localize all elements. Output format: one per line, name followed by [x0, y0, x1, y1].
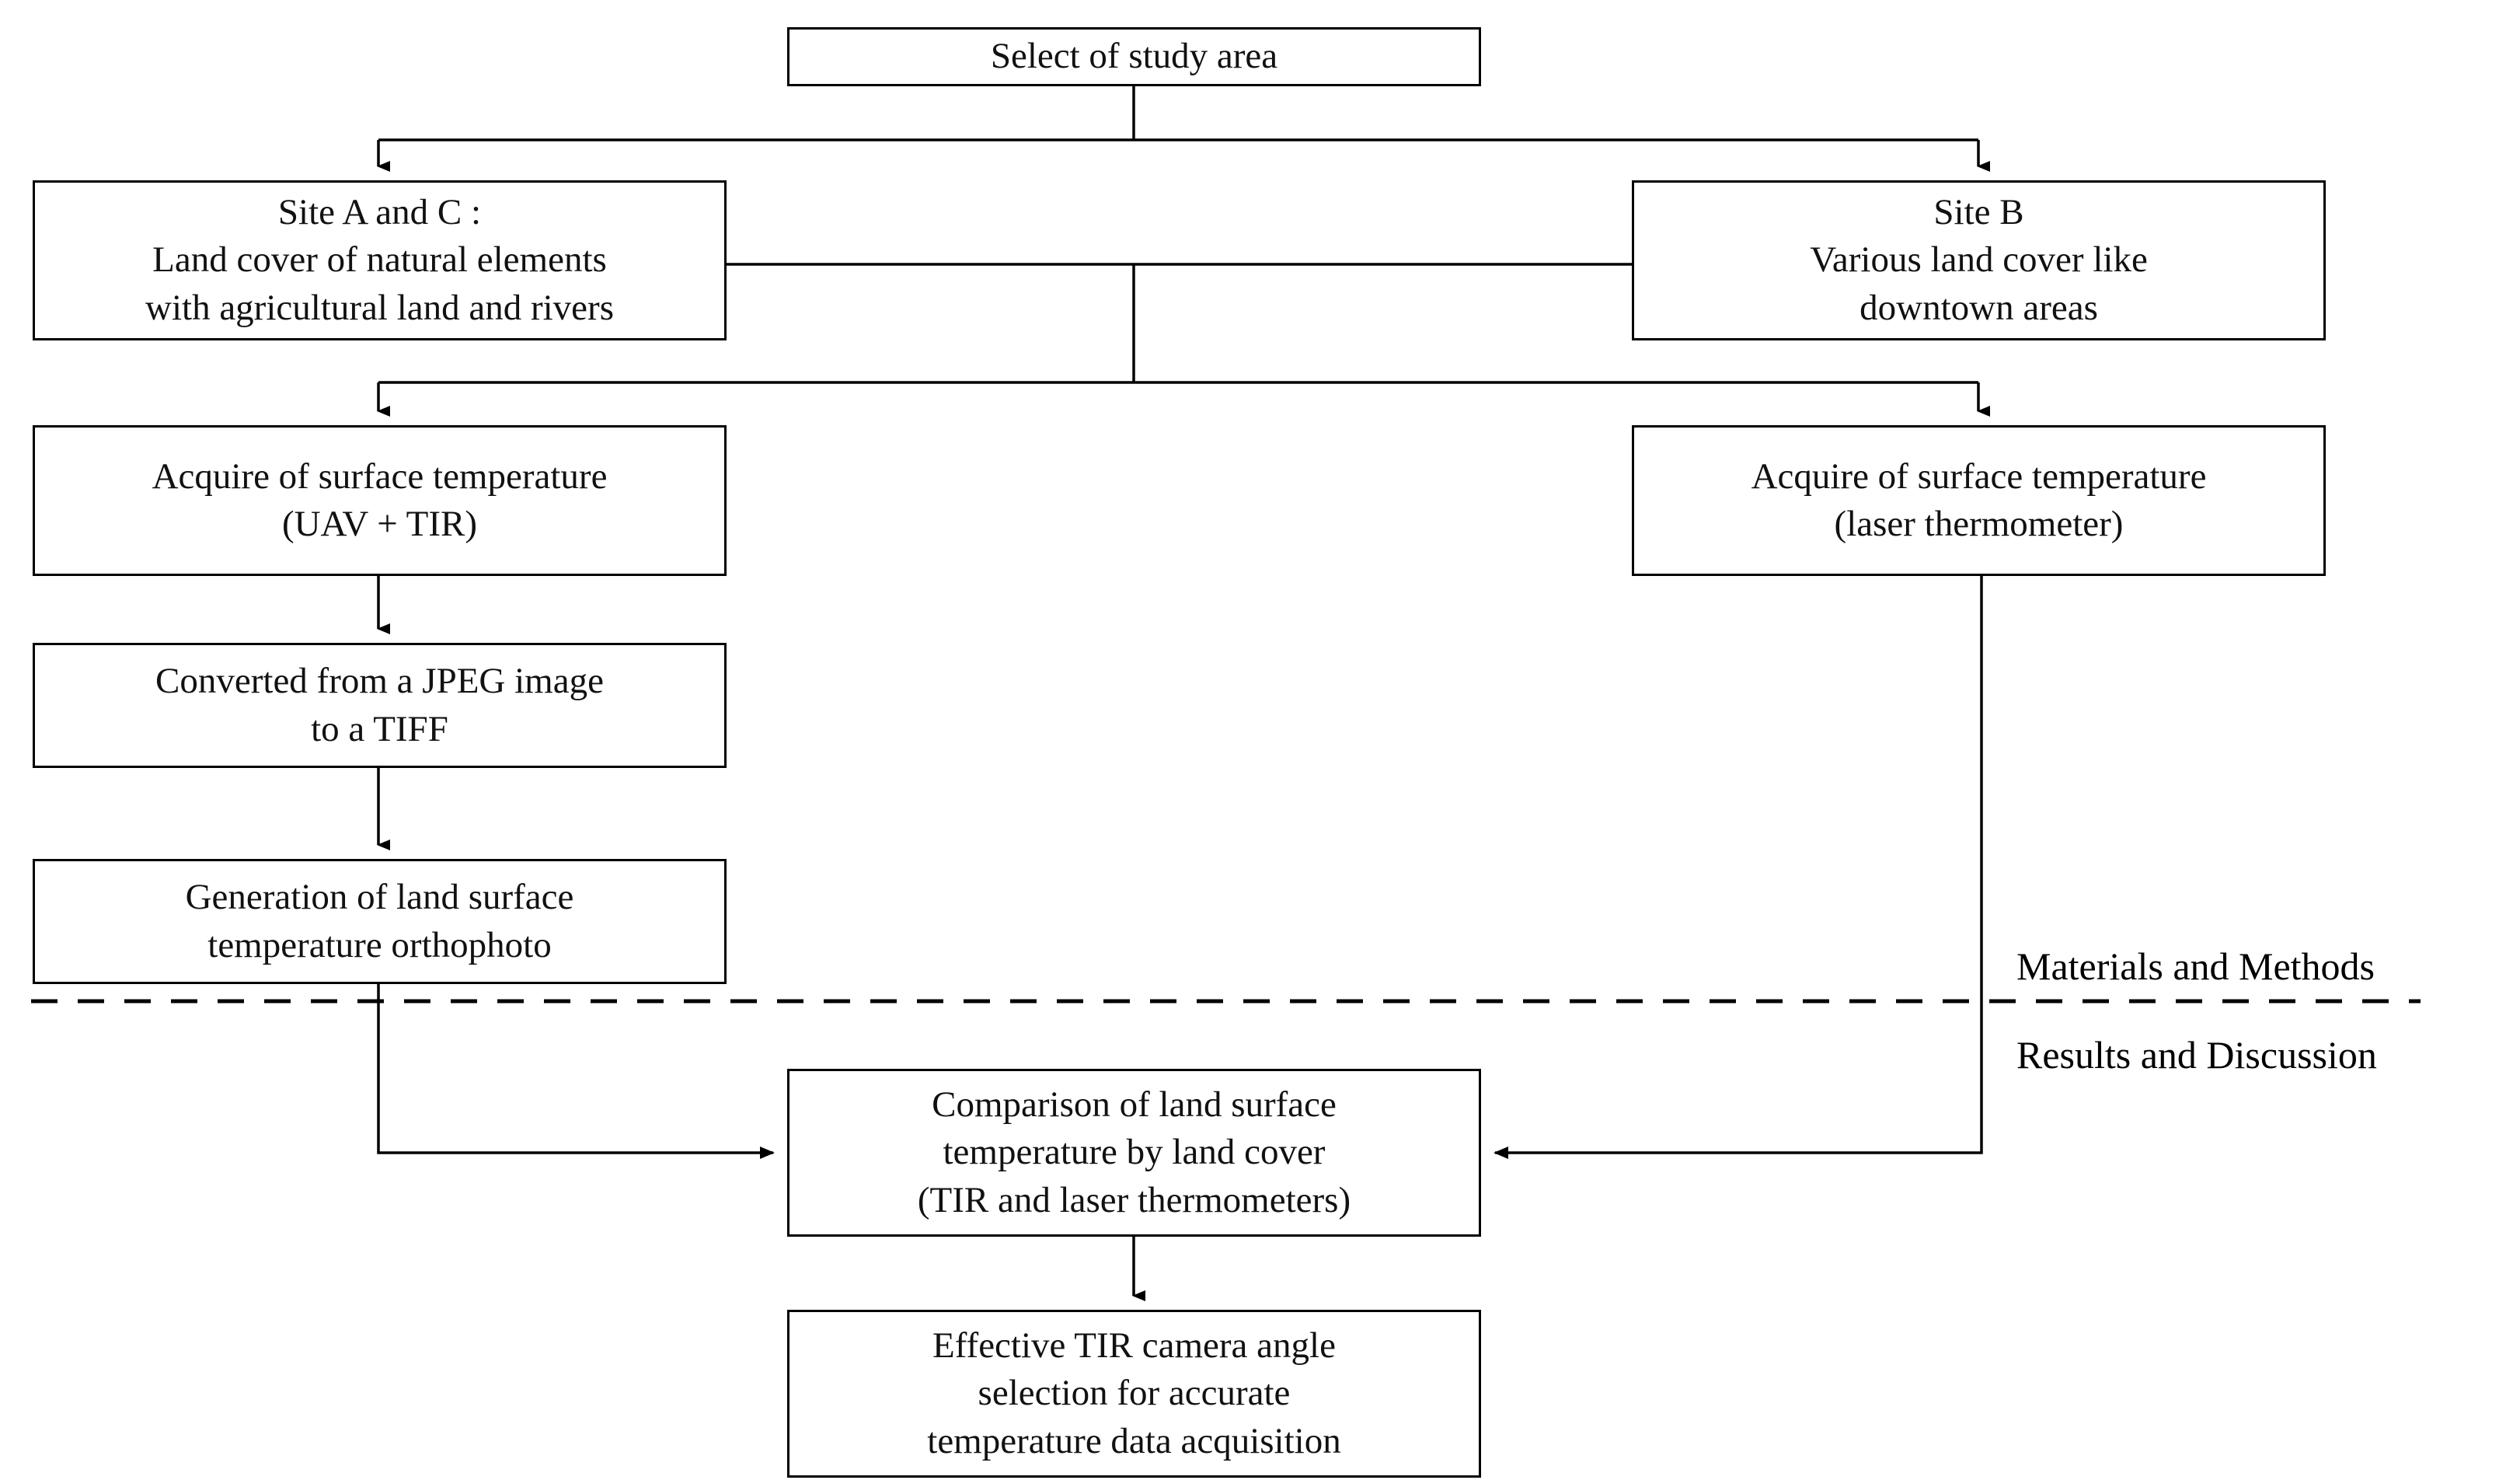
- node-select-study-area[interactable]: Select of study area: [787, 27, 1481, 86]
- node-label: Effective TIR camera angle selection for…: [927, 1325, 1341, 1461]
- edge-laser-to-comparison: [1494, 576, 1983, 1159]
- node-acquire-surface-temperature-laser[interactable]: Acquire of surface temperature (laser th…: [1632, 425, 2326, 576]
- node-label: Converted from a JPEG image to a TIFF: [155, 661, 604, 749]
- node-label: Site A and C : Land cover of natural ele…: [145, 192, 614, 328]
- node-label: Site B Various land cover like downtown …: [1810, 192, 2148, 328]
- node-label: Generation of land surface temperature o…: [185, 877, 574, 965]
- edge-ortho-to-comparison: [377, 984, 775, 1159]
- node-label: Acquire of surface temperature (UAV + TI…: [152, 456, 608, 544]
- node-site-a-and-c[interactable]: Site A and C : Land cover of natural ele…: [33, 180, 727, 340]
- node-convert-jpeg-to-tiff[interactable]: Converted from a JPEG image to a TIFF: [33, 643, 727, 768]
- section-label-results-and-discussion: Results and Discussion: [2016, 1033, 2377, 1077]
- node-label: Acquire of surface temperature (laser th…: [1751, 456, 2207, 544]
- section-label-materials-and-methods: Materials and Methods: [2016, 944, 2375, 988]
- node-acquire-surface-temperature-uav-tir[interactable]: Acquire of surface temperature (UAV + TI…: [33, 425, 727, 576]
- node-label: Comparison of land surface temperature b…: [917, 1084, 1351, 1220]
- node-effective-tir-camera-angle[interactable]: Effective TIR camera angle selection for…: [787, 1310, 1481, 1478]
- node-site-b[interactable]: Site B Various land cover like downtown …: [1632, 180, 2326, 340]
- node-comparison-land-surface-temperature[interactable]: Comparison of land surface temperature b…: [787, 1069, 1481, 1237]
- node-generate-orthophoto[interactable]: Generation of land surface temperature o…: [33, 859, 727, 984]
- node-label: Select of study area: [990, 36, 1278, 77]
